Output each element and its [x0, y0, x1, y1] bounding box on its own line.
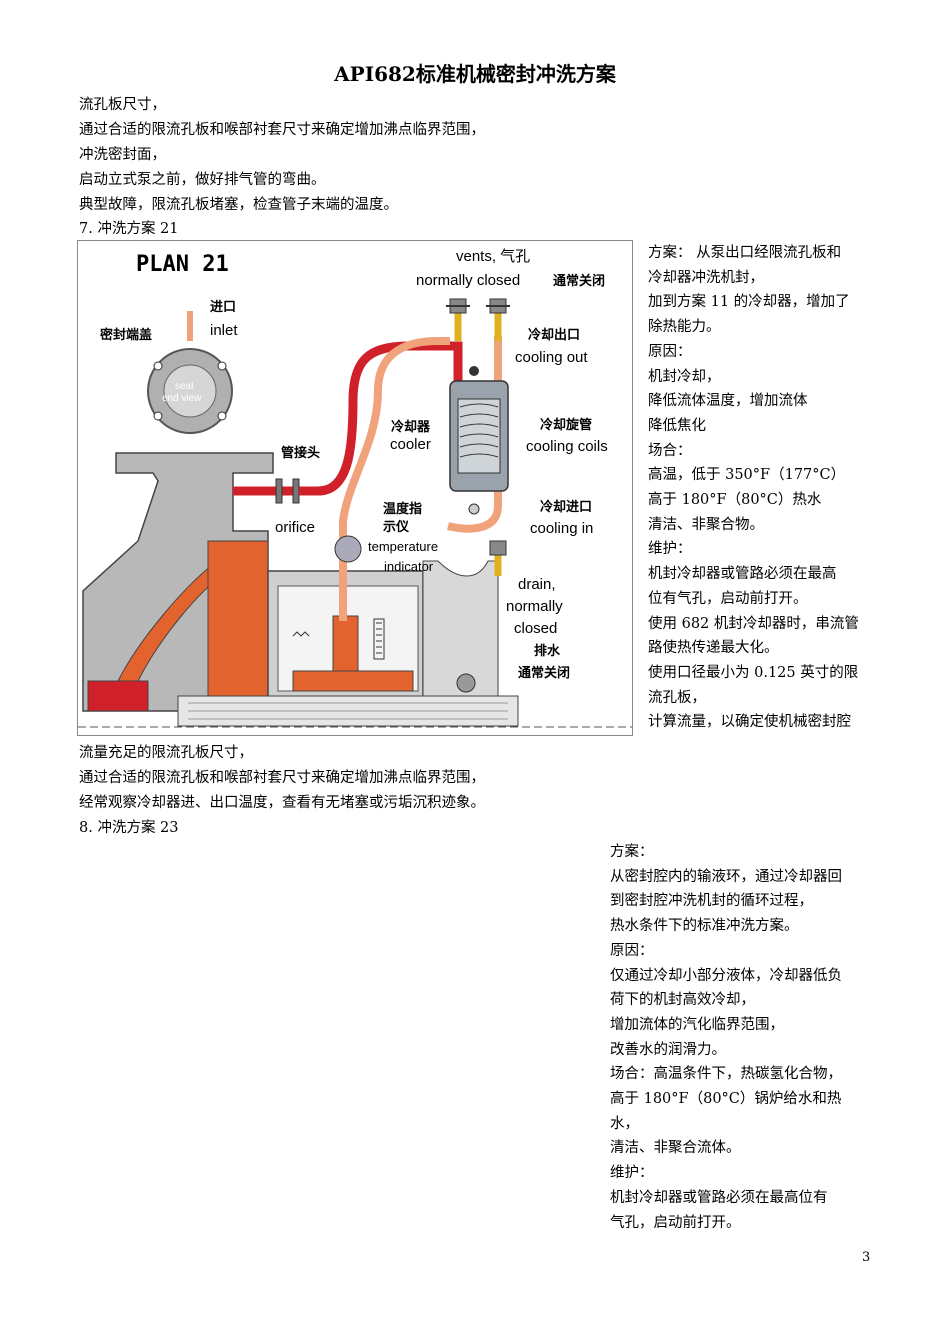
text-line: 冲洗密封面，	[79, 147, 166, 163]
text-line: 清洁、非聚合物。	[648, 516, 764, 533]
text-line: 加到方案 11 的冷却器，增加了	[648, 294, 850, 311]
cooling-in-cn: 冷却进口	[540, 499, 592, 514]
vents-label: vents, 气孔	[456, 248, 530, 265]
text-line: 高温，低于 350°F（177°C）	[648, 467, 846, 484]
normally-closed-label: normally closed	[416, 272, 520, 289]
text-line: 高于 180°F（80°C）热水	[648, 492, 822, 509]
text-line: 典型故障，限流孔板堵塞，检查管子末端的温度。	[79, 197, 398, 213]
text-line: 清洁、非聚合流体。	[610, 1140, 741, 1157]
gland-cn: 密封端盖	[99, 327, 152, 342]
text-line: 流量充足的限流孔板尺寸，	[79, 745, 253, 761]
orifice-en: orifice	[275, 519, 315, 536]
drain-label-1: drain,	[518, 576, 556, 593]
plan21-figure: PLAN 21 vents, 气孔 normally closed 通常关闭 进…	[77, 240, 633, 736]
plan21-description: 方案： 从泵出口经限流孔板和 冷却器冲洗机封， 加到方案 11 的冷却器，增加了…	[648, 241, 859, 735]
cooling-in-en: cooling in	[530, 520, 593, 537]
text-line: 路使热传递最大化。	[648, 640, 779, 657]
page-number: 3	[862, 1250, 871, 1265]
text-line: 使用 682 机封冷却器时，串流管	[648, 615, 859, 632]
plan-label: PLAN 21	[136, 252, 229, 277]
orifice-cn: 管接头	[281, 445, 320, 460]
text-line: 从密封腔内的输液环，通过冷却器回	[610, 868, 842, 885]
text-line: 原因：	[648, 343, 692, 360]
text-line: 降低流体温度，增加流体	[648, 393, 808, 410]
cooling-out-en: cooling out	[515, 349, 588, 366]
text-line: 计算流量，以确定使机械密封腔	[648, 714, 851, 731]
normally-closed-cn: 通常关闭	[553, 273, 605, 288]
text-line: 高于 180°F（80°C）锅炉给水和热	[610, 1091, 842, 1108]
cooling-out-cn: 冷却出口	[528, 327, 580, 342]
text-line: 降低焦化	[648, 417, 706, 434]
text-line: 气孔，启动前打开。	[610, 1214, 741, 1231]
text-line: 除热能力。	[648, 319, 721, 336]
text-line: 流孔板尺寸，	[79, 97, 166, 113]
text-line: 启动立式泵之前，做好排气管的弯曲。	[79, 172, 326, 188]
seal-end-view-2: end view	[162, 393, 202, 404]
text-line: 改善水的润滑力。	[610, 1041, 726, 1058]
cooler-en: cooler	[390, 436, 431, 453]
text-line: 水，	[610, 1115, 639, 1132]
text-line: 原因：	[610, 942, 654, 959]
temp-indicator-cn-1: 温度指	[383, 501, 422, 516]
section-heading-plan23: 8. 冲洗方案 23	[79, 820, 179, 836]
text-line: 冷却器冲洗机封，	[648, 269, 764, 286]
section-heading-plan21: 7. 冲洗方案 21	[79, 221, 179, 237]
drain-cn: 排水	[534, 643, 561, 658]
drain-label-3: closed	[514, 620, 557, 637]
document-title: API682标准机械密封冲洗方案	[334, 62, 616, 86]
cooling-coils-cn: 冷却旋管	[540, 417, 592, 432]
temp-indicator-cn-2: 示仪	[383, 519, 410, 534]
text-line: 方案：	[610, 844, 654, 860]
text-line: 机封冷却，	[648, 368, 721, 385]
text-line: 维护：	[648, 541, 692, 558]
text-line: 场合：高温条件下，热碳氢化合物，	[610, 1066, 842, 1083]
text-line: 到密封腔冲洗机封的循环过程，	[610, 893, 813, 910]
text-line: 位有气孔，启动前打开。	[648, 590, 808, 607]
text-line: 荷下的机封高效冷却，	[610, 992, 755, 1009]
text-line: 维护：	[610, 1165, 654, 1182]
text-line: 方案： 从泵出口经限流孔板和	[648, 245, 842, 261]
temp-indicator-en-1: temperature	[368, 539, 438, 554]
text-line: 使用口径最小为 0.125 英寸的限	[648, 664, 859, 681]
text-line: 经常观察冷却器进、出口温度，查看有无堵塞或污垢沉积迹象。	[79, 795, 485, 811]
text-line: 热水条件下的标准冲洗方案。	[610, 918, 799, 935]
drain-normally-closed-cn: 通常关闭	[518, 665, 570, 680]
text-line: 增加流体的汽化临界范围，	[610, 1016, 784, 1033]
cooler-cn: 冷却器	[391, 419, 431, 434]
text-line: 仅通过冷却小部分液体，冷却器低负	[610, 967, 842, 984]
text-line: 机封冷却器或管路必须在最高	[648, 566, 837, 583]
inlet-en: inlet	[210, 322, 238, 339]
seal-end-view-1: seal	[175, 381, 193, 392]
text-line: 机封冷却器或管路必须在最高位有	[610, 1189, 828, 1206]
text-line: 场合：	[648, 442, 692, 459]
text-line: 流孔板，	[648, 689, 706, 706]
cooling-coils-en: cooling coils	[526, 438, 608, 455]
plan23-description: 方案： 从密封腔内的输液环，通过冷却器回 到密封腔冲洗机封的循环过程， 热水条件…	[610, 840, 842, 1235]
text-line: 通过合适的限流孔板和喉部衬套尺寸来确定增加沸点临界范围，	[79, 770, 485, 786]
inlet-cn: 进口	[210, 299, 236, 314]
drain-label-2: normally	[506, 598, 563, 615]
text-line: 通过合适的限流孔板和喉部衬套尺寸来确定增加沸点临界范围，	[79, 122, 485, 138]
temp-indicator-en-2: indicator	[384, 559, 434, 574]
